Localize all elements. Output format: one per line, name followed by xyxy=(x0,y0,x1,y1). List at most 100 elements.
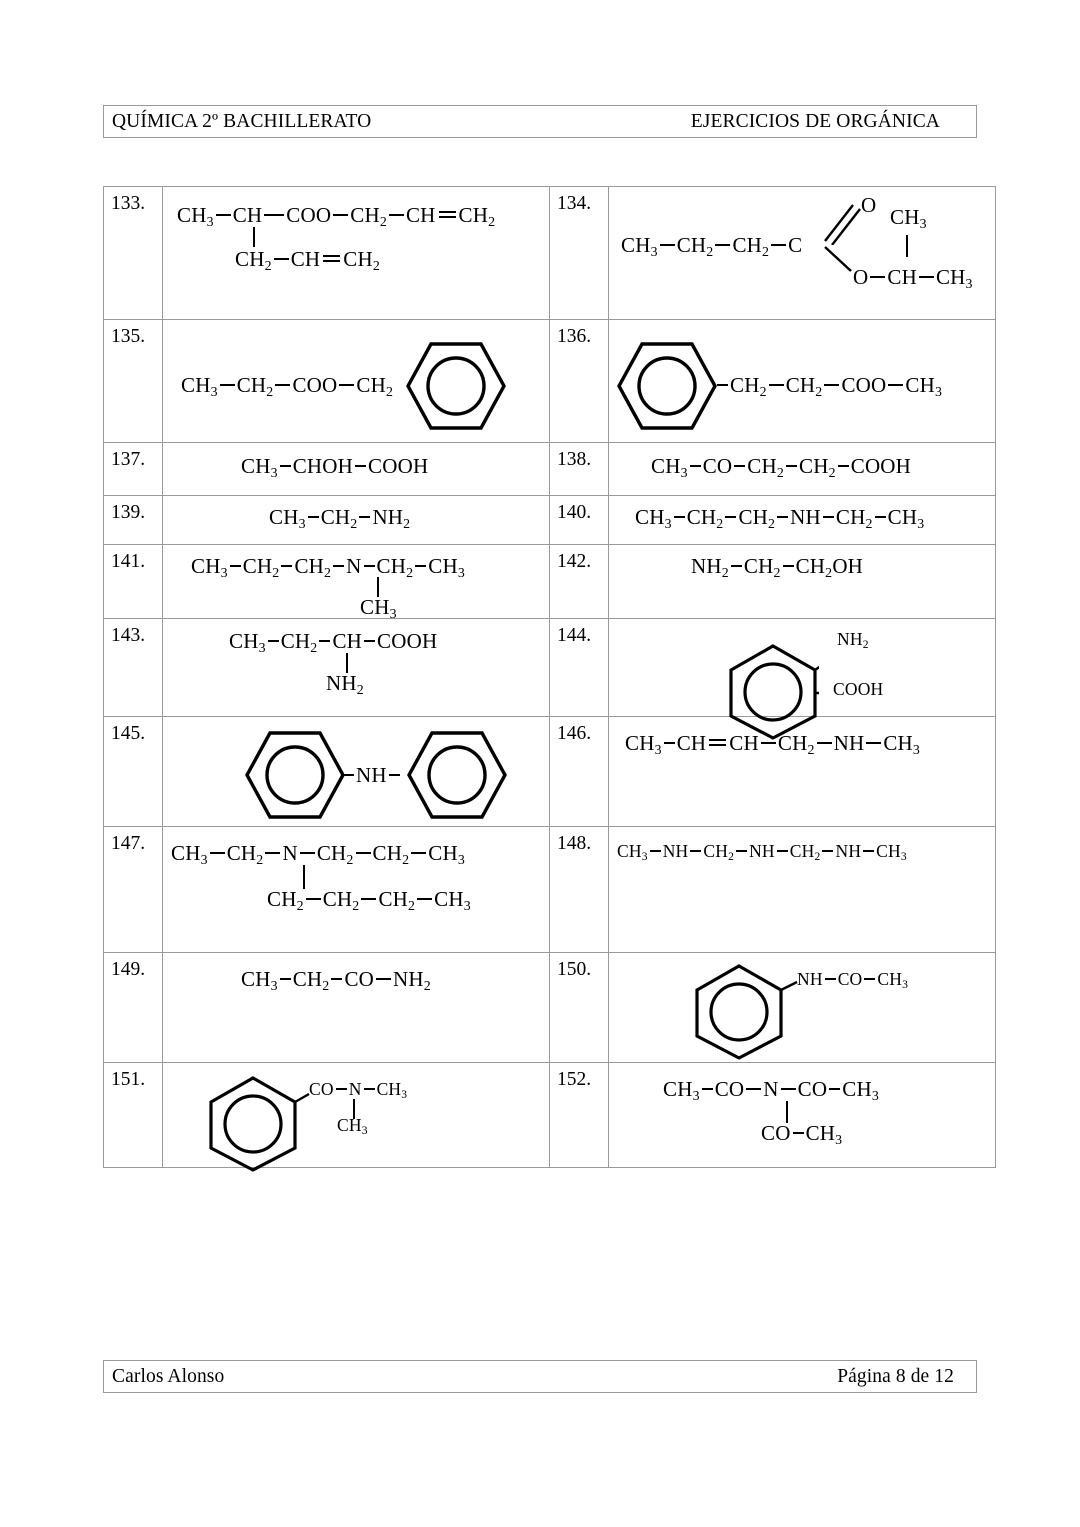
nitrogen-atom: N xyxy=(348,1079,362,1099)
bond-single xyxy=(746,1087,762,1090)
footer-author: Carlos Alonso xyxy=(112,1365,225,1387)
group-label: CH xyxy=(378,887,409,911)
subscript: 2 xyxy=(865,515,873,531)
subscript: 3 xyxy=(258,639,266,655)
group-label: CH xyxy=(842,1077,872,1101)
subscript: 3 xyxy=(457,851,465,867)
bond-single xyxy=(701,1087,713,1090)
exercise-number: 139. xyxy=(103,495,163,545)
subscript: 3 xyxy=(200,851,208,867)
bond-single xyxy=(215,213,231,216)
subscript: 3 xyxy=(270,464,278,480)
exercise-number: 145. xyxy=(103,716,163,827)
group-label: CH xyxy=(785,373,816,397)
subscript: 2 xyxy=(324,564,332,580)
bond-single xyxy=(659,243,675,246)
bond-single xyxy=(824,383,840,386)
bond-single xyxy=(361,897,377,900)
group-label: CO xyxy=(797,1077,828,1101)
group-label: CH xyxy=(316,841,347,865)
group-label: CH xyxy=(738,505,769,529)
footer-page-number: Página 8 de 12 xyxy=(837,1365,954,1387)
bond-single xyxy=(824,977,836,980)
group-label: NH xyxy=(691,554,722,578)
group-label: CH xyxy=(747,454,777,478)
group-label: CH xyxy=(280,629,311,653)
bond-double xyxy=(709,739,727,747)
bond-single xyxy=(339,383,355,386)
exercise-number: 147. xyxy=(103,826,163,953)
group-label: CO xyxy=(761,1121,791,1145)
bond-single xyxy=(343,773,354,776)
subscript: 3 xyxy=(206,213,214,229)
subscript: 2 xyxy=(773,564,781,580)
bond-single xyxy=(229,564,241,567)
bond-single xyxy=(866,741,882,744)
group-label: CH xyxy=(621,233,651,257)
bond-single xyxy=(415,564,427,567)
bond-single xyxy=(760,741,776,744)
group-label: NH xyxy=(326,671,357,695)
subscript: 2 xyxy=(402,851,410,867)
bond-single xyxy=(822,849,834,852)
group-label: CH xyxy=(805,1121,836,1145)
subscript: 2 xyxy=(372,257,381,273)
bond-single xyxy=(837,464,849,467)
bond-vertical xyxy=(377,577,379,597)
group-label: CH xyxy=(887,505,918,529)
group-label: CH xyxy=(651,454,681,478)
subscript: 3 xyxy=(912,741,921,757)
group-label: CH xyxy=(883,731,913,755)
bond-single xyxy=(888,383,904,386)
group-label: CH xyxy=(242,554,273,578)
group-label: CH xyxy=(229,629,259,653)
table-row: 145. NH 146. xyxy=(103,716,996,827)
subscript: 2 xyxy=(356,681,364,697)
nitrogen-atom: N xyxy=(282,841,298,865)
subscript: 2 xyxy=(408,897,416,913)
bond-single xyxy=(355,464,367,467)
bond-single xyxy=(273,257,289,260)
group-label: CH xyxy=(617,841,642,861)
group-label: CH xyxy=(730,373,760,397)
bond-single xyxy=(734,464,746,467)
bond-single xyxy=(689,464,701,467)
group-label: NH xyxy=(372,505,404,529)
exercise-number: 149. xyxy=(103,952,163,1063)
subscript: 3 xyxy=(917,515,925,531)
exercise-number: 150. xyxy=(549,952,609,1063)
group-label: CO xyxy=(714,1077,745,1101)
group-label: CH xyxy=(405,203,436,227)
bond-single xyxy=(829,1087,841,1090)
group-label: CH xyxy=(191,554,221,578)
bond-single xyxy=(376,977,392,980)
group-label: CH xyxy=(876,841,901,861)
exercise-number: 136. xyxy=(549,319,609,443)
exercise-number: 134. xyxy=(549,186,609,320)
group-label: CH xyxy=(177,203,207,227)
subscript: 3 xyxy=(641,851,648,864)
group-label: CH xyxy=(625,731,655,755)
group-label: CH xyxy=(434,887,464,911)
subscript: 3 xyxy=(401,1089,408,1102)
